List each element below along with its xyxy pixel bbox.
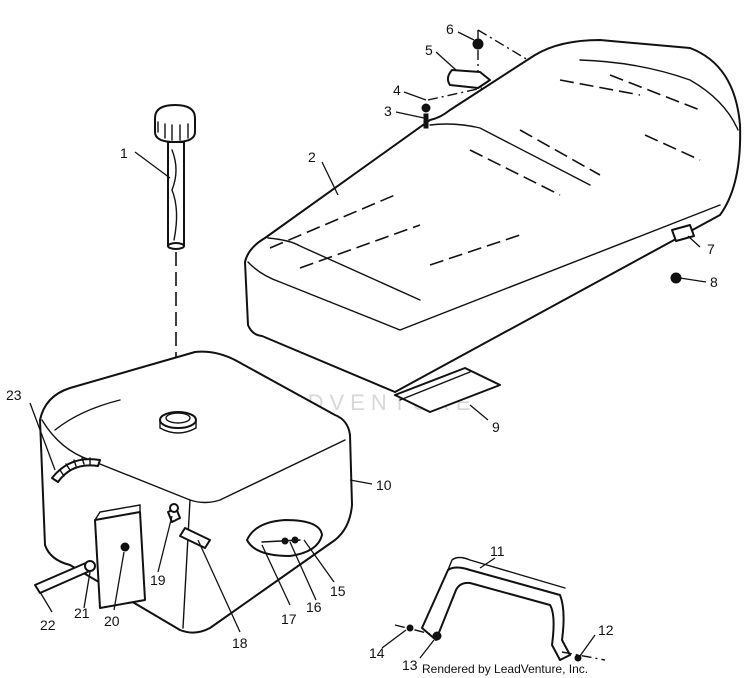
- callout-11: 11: [490, 543, 505, 559]
- callout-labels: 1 2 3 4 5 6 7 8 9 10 11 12 13 14 15 16 1…: [6, 21, 718, 673]
- callout-21: 21: [74, 605, 90, 621]
- callout-7: 7: [707, 241, 715, 257]
- callout-14: 14: [369, 645, 385, 661]
- callout-4: 4: [393, 82, 401, 98]
- callout-16: 16: [306, 599, 322, 615]
- callout-17: 17: [281, 611, 297, 627]
- callout-1: 1: [120, 145, 128, 161]
- callout-18: 18: [232, 635, 248, 651]
- callout-12: 12: [598, 622, 614, 638]
- seat: [244, 39, 742, 413]
- filler-cap-assembly: [154, 104, 196, 360]
- render-credit: Rendered by LeadVenture, Inc.: [422, 662, 588, 676]
- fuel-tank: [34, 350, 353, 634]
- callout-2: 2: [308, 149, 316, 165]
- callout-15: 15: [330, 583, 346, 599]
- callout-8: 8: [710, 274, 718, 290]
- tank-bracket: [394, 556, 606, 662]
- leader-lines: [29, 31, 707, 659]
- callout-13: 13: [402, 657, 418, 673]
- callout-23: 23: [6, 387, 22, 403]
- callout-19: 19: [150, 572, 166, 588]
- callout-20: 20: [104, 613, 120, 629]
- callout-5: 5: [425, 42, 433, 58]
- callout-10: 10: [376, 477, 392, 493]
- callout-22: 22: [40, 617, 56, 633]
- callout-9: 9: [492, 419, 500, 435]
- seat-latch-hardware: [421, 29, 682, 284]
- callout-6: 6: [446, 21, 454, 37]
- callout-3: 3: [384, 103, 392, 119]
